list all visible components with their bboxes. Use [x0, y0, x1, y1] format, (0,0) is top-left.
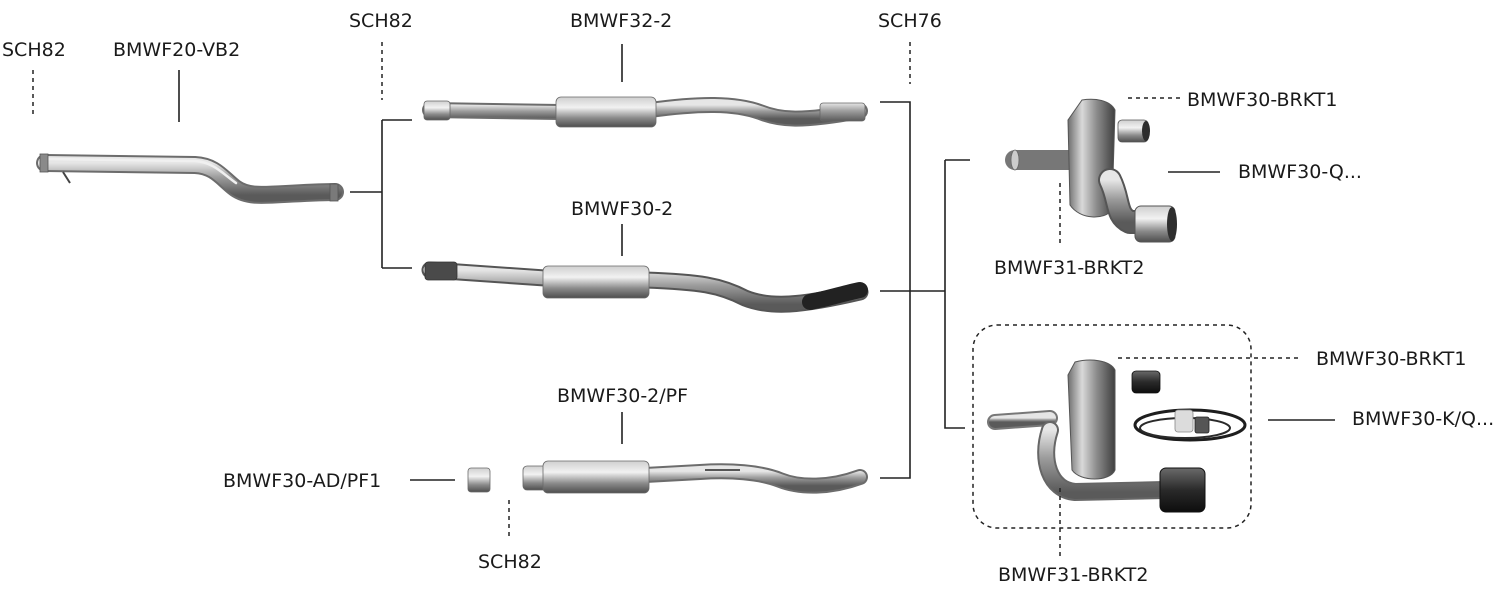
label-bmwf30-k-q: BMWF30-K/Q... [1352, 408, 1494, 430]
label-bmwf31-brkt2-top: BMWF31-BRKT2 [994, 257, 1144, 279]
label-bmwf30-2: BMWF30-2 [571, 198, 673, 220]
label-bmwf30-brkt1-bottom: BMWF30-BRKT1 [1316, 348, 1466, 370]
label-sch82-bottom: SCH82 [478, 551, 542, 573]
front-pipe-vb2 [36, 153, 344, 204]
label-sch76: SCH76 [878, 10, 942, 32]
connectors [32, 42, 1335, 556]
rear-muffler-top [1005, 98, 1177, 243]
muffler-f30-2 [542, 265, 650, 299]
mid-pipe-f32-2 [422, 96, 868, 128]
mid-pipe-f30-2-pf [522, 460, 868, 494]
mid-pipe-f30-2 [421, 261, 869, 313]
label-bmwf31-brkt2-bottom: BMWF31-BRKT2 [998, 564, 1148, 586]
adapter-ad-pf1 [467, 467, 491, 493]
label-sch82-mid: SCH82 [349, 10, 413, 32]
label-bmwf30-ad-pf1: BMWF30-AD/PF1 [223, 470, 381, 492]
muffler-f30-2-pf [542, 460, 650, 494]
label-bmwf30-q: BMWF30-Q... [1238, 161, 1362, 183]
label-bmwf30-brkt1-top: BMWF30-BRKT1 [1187, 89, 1337, 111]
label-bmwf30-2-pf: BMWF30-2/PF [557, 385, 688, 407]
label-sch82-left: SCH82 [2, 39, 66, 61]
rear-muffler-kit [972, 324, 1252, 529]
label-bmwf20-vb2: BMWF20-VB2 [113, 39, 240, 61]
kit-dashed-frame [972, 324, 1252, 529]
label-bmwf32-2: BMWF32-2 [570, 10, 672, 32]
muffler-f32-2 [555, 96, 657, 128]
